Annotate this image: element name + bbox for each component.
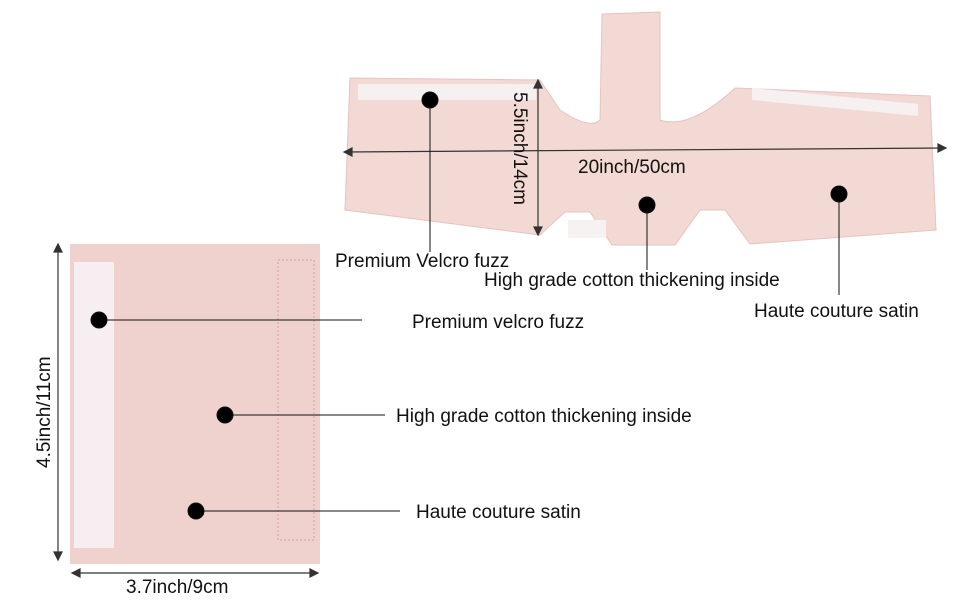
callout-large-velcro: Premium Velcro fuzz xyxy=(335,251,510,272)
dimension-arrows xyxy=(53,78,948,578)
callout-large-cotton: High grade cotton thickening inside xyxy=(484,270,780,291)
large-width-label: 20inch/50cm xyxy=(578,157,686,178)
small-height-label: 4.5inch/11cm xyxy=(34,356,55,468)
large-satin-piece xyxy=(344,11,937,246)
velcro-patch-center xyxy=(568,220,606,238)
callout-small-velcro: Premium velcro fuzz xyxy=(412,312,585,333)
callout-large-satin: Haute couture satin xyxy=(754,301,919,322)
callout-markers xyxy=(90,91,848,520)
velcro-strip-left xyxy=(358,84,536,100)
large-height-label: 5.5inch/14cm xyxy=(509,92,530,206)
callout-small-cotton: High grade cotton thickening inside xyxy=(396,406,692,427)
small-width-label: 3.7inch/9cm xyxy=(126,577,229,598)
velcro-strip-small xyxy=(74,262,114,548)
callout-small-satin: Haute couture satin xyxy=(416,502,581,523)
velcro-strip-right xyxy=(752,88,918,116)
